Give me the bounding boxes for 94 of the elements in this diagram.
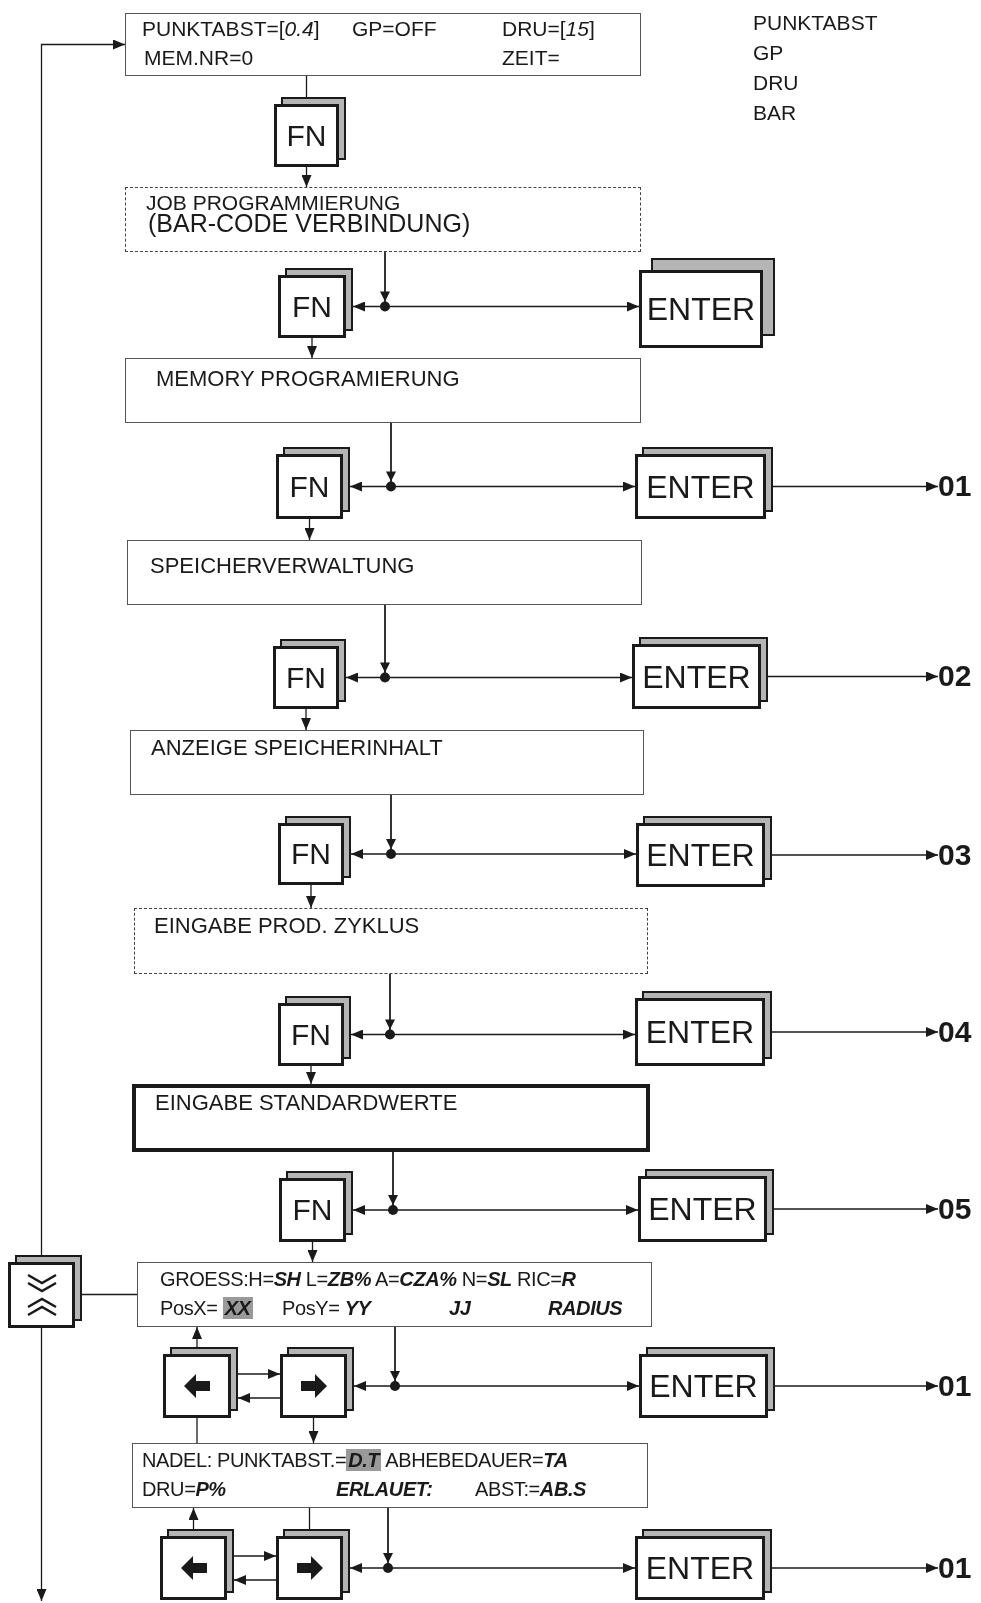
display-field: ERLAUET:	[336, 1478, 433, 1500]
arrow	[301, 166, 312, 188]
display-field: NADEL: PUNKTABST.=D.T ABHEBEDAUER=TA	[142, 1449, 568, 1471]
display-panel	[137, 1262, 652, 1327]
menu-box	[130, 730, 644, 795]
arrow	[307, 1241, 318, 1263]
display-field: PUNKTABST=[0.4]	[142, 17, 320, 41]
key-button	[163, 1347, 238, 1418]
key-button	[276, 1529, 350, 1600]
step-number: 01	[938, 1369, 972, 1403]
arrow	[304, 518, 315, 541]
arrow	[390, 794, 637, 859]
step-number: 02	[938, 659, 972, 693]
function-key: FN	[274, 97, 346, 167]
enter-key: ENTER	[632, 637, 768, 709]
display-field: ZEIT=	[502, 46, 560, 70]
enter-key: ENTER	[635, 1529, 772, 1600]
arrow	[36, 1327, 47, 1602]
parameter-label: GP	[753, 42, 784, 63]
connector-line	[305, 75, 308, 98]
arrow	[773, 1204, 939, 1214]
step-number: 03	[938, 838, 972, 872]
function-key: FN	[278, 996, 351, 1066]
arrow	[387, 1507, 636, 1573]
function-key: FN	[279, 1171, 353, 1242]
menu-box	[134, 908, 648, 974]
display-field: ABST:=AB.S	[475, 1478, 587, 1500]
step-number: 01	[938, 469, 972, 503]
function-key: FN	[276, 447, 350, 519]
display-field: JJ	[449, 1297, 471, 1319]
step-number: 01	[938, 1551, 972, 1585]
enter-key: ENTER	[639, 258, 775, 348]
display-panel	[125, 13, 641, 76]
function-key: FN	[273, 639, 346, 709]
menu-title: EINGABE STANDARDWERTE	[155, 1091, 458, 1116]
arrow	[384, 604, 633, 683]
arrow	[233, 1575, 277, 1585]
connector-line	[196, 1417, 198, 1444]
display-field: DRU=[15]	[502, 17, 595, 41]
function-key: FN	[278, 816, 351, 885]
arrow	[390, 422, 636, 492]
arrow	[307, 337, 317, 359]
key-button	[280, 1347, 354, 1418]
menu-box	[127, 540, 642, 605]
key-button	[160, 1529, 234, 1600]
arrow	[392, 1151, 639, 1215]
key-button	[8, 1255, 82, 1328]
menu-box	[125, 187, 641, 252]
arrow	[389, 973, 636, 1040]
step-number: 04	[938, 1015, 972, 1049]
display-field: MEM.NR=0	[144, 46, 254, 70]
display-field: GP=OFF	[352, 17, 437, 41]
arrow	[771, 850, 939, 860]
arrow	[771, 1027, 939, 1037]
display-field: PosY= YY	[282, 1297, 371, 1319]
enter-key: ENTER	[635, 991, 772, 1066]
menu-box	[125, 358, 641, 423]
arrow	[384, 251, 640, 312]
arrow	[301, 708, 311, 731]
arrow	[237, 1393, 281, 1403]
connector-line	[308, 1507, 311, 1530]
enter-key: ENTER	[635, 447, 773, 519]
enter-key: ENTER	[638, 1169, 774, 1242]
arrow	[771, 1563, 939, 1573]
step-number: 05	[938, 1192, 972, 1226]
display-field: RADIUS	[548, 1297, 623, 1319]
display-field: DRU=P%	[142, 1478, 226, 1500]
arrow	[306, 884, 316, 909]
arrow	[40, 39, 126, 1256]
parameter-label: DRU	[753, 72, 799, 93]
connector-line	[81, 1293, 138, 1296]
menu-box	[132, 1084, 650, 1152]
menu-title: MEMORY PROGRAMIERUNG	[156, 367, 460, 392]
arrow	[394, 1326, 640, 1391]
parameter-label: PUNKTABST	[753, 12, 878, 33]
arrow	[237, 1369, 281, 1379]
menu-title: ANZEIGE SPEICHERINHALT	[151, 736, 443, 761]
enter-key: ENTER	[639, 1347, 775, 1418]
menu-title: EINGABE PROD. ZYKLUS	[154, 914, 420, 939]
display-field: PosX= XX	[160, 1297, 253, 1319]
arrow	[308, 1417, 319, 1444]
display-field: GROESS:H=SH L=ZB% A=CZA% N=SL RIC=R	[160, 1268, 576, 1290]
arrow	[188, 1507, 199, 1530]
arrow	[192, 1326, 202, 1348]
parameter-label: BAR	[753, 102, 797, 123]
arrow	[306, 1065, 316, 1085]
enter-key: ENTER	[636, 816, 772, 887]
menu-title: SPEICHERVERWALTUNG	[150, 554, 415, 579]
arrow	[774, 1381, 939, 1391]
arrow	[772, 481, 939, 492]
arrow	[233, 1551, 277, 1561]
arrow	[767, 671, 939, 682]
function-key: FN	[278, 268, 353, 338]
display-panel	[132, 1443, 648, 1508]
